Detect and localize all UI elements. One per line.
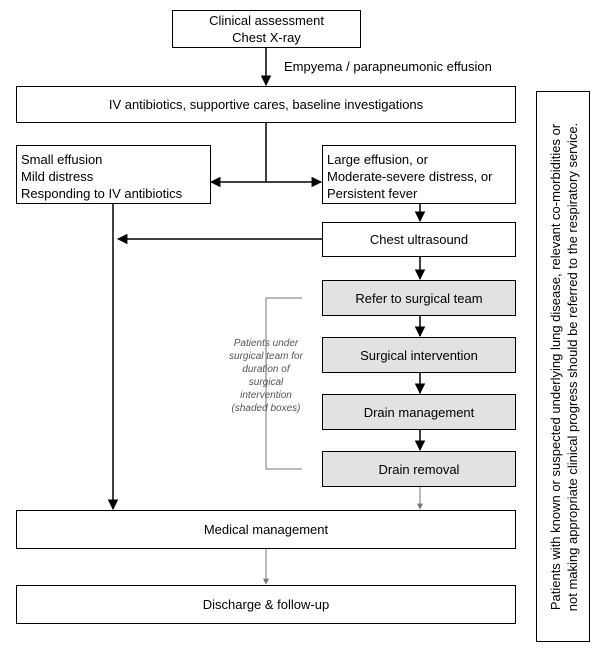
surgical-intervention-box: Surgical intervention bbox=[322, 337, 516, 373]
drain-management-box: Drain management bbox=[322, 394, 516, 430]
small-effusion-line-2: Mild distress bbox=[21, 169, 94, 184]
large-effusion-line-2: Moderate-severe distress, or bbox=[327, 169, 493, 184]
small-effusion-line-1: Small effusion bbox=[21, 152, 103, 167]
large-effusion-line-1: Large effusion, or bbox=[327, 152, 428, 167]
refer-surgical-text: Refer to surgical team bbox=[355, 290, 483, 306]
drain-management-text: Drain management bbox=[363, 404, 475, 420]
surgical-note-line-1: Patients under bbox=[233, 338, 299, 349]
iv-antibiotics-box: IV antibiotics, supportive cares, baseli… bbox=[16, 86, 516, 123]
surgical-note-line-3: duration of bbox=[242, 364, 290, 375]
discharge-text: Discharge & follow-up bbox=[202, 597, 330, 612]
clinical-assessment-line-1: Clinical assessment bbox=[209, 13, 324, 28]
refer-surgical-box: Refer to surgical team bbox=[322, 280, 516, 316]
chest-ultrasound-text: Chest ultrasound bbox=[369, 232, 469, 247]
medical-management-box: Medical management bbox=[16, 510, 516, 549]
surgical-bracket bbox=[265, 297, 302, 470]
surgical-note-line-4: surgical bbox=[248, 377, 284, 388]
respiratory-referral-text: Patients with known or suspected underly… bbox=[547, 97, 581, 637]
drain-removal-text: Drain removal bbox=[378, 461, 460, 477]
surgical-intervention-text: Surgical intervention bbox=[360, 347, 478, 363]
small-effusion-line-3: Responding to IV antibiotics bbox=[21, 186, 183, 201]
medical-management-text: Medical management bbox=[203, 522, 329, 537]
iv-antibiotics-text: IV antibiotics, supportive cares, baseli… bbox=[108, 97, 424, 112]
respiratory-note-line-1: Patients with known or suspected underly… bbox=[548, 123, 563, 611]
surgical-team-note: Patients under surgical team for duratio… bbox=[200, 337, 332, 415]
empyema-label: Empyema / parapneumonic effusion bbox=[284, 59, 492, 74]
clinical-assessment-box: Clinical assessment Chest X-ray bbox=[172, 10, 361, 48]
clinical-assessment-line-2: Chest X-ray bbox=[232, 30, 301, 45]
respiratory-referral-box: Patients with known or suspected underly… bbox=[536, 91, 590, 642]
respiratory-note-line-2: not making appropriate clinical progress… bbox=[565, 122, 580, 612]
surgical-note-line-5: intervention bbox=[240, 390, 292, 401]
large-effusion-box: Large effusion, or Moderate-severe distr… bbox=[322, 145, 516, 204]
chest-ultrasound-box: Chest ultrasound bbox=[322, 222, 516, 257]
discharge-box: Discharge & follow-up bbox=[16, 585, 516, 624]
surgical-note-line-2: surgical team for bbox=[229, 351, 303, 362]
large-effusion-line-3: Persistent fever bbox=[327, 186, 418, 201]
drain-removal-box: Drain removal bbox=[322, 451, 516, 487]
small-effusion-box: Small effusion Mild distress Responding … bbox=[16, 145, 211, 204]
surgical-note-line-6: (shaded boxes) bbox=[231, 403, 301, 414]
